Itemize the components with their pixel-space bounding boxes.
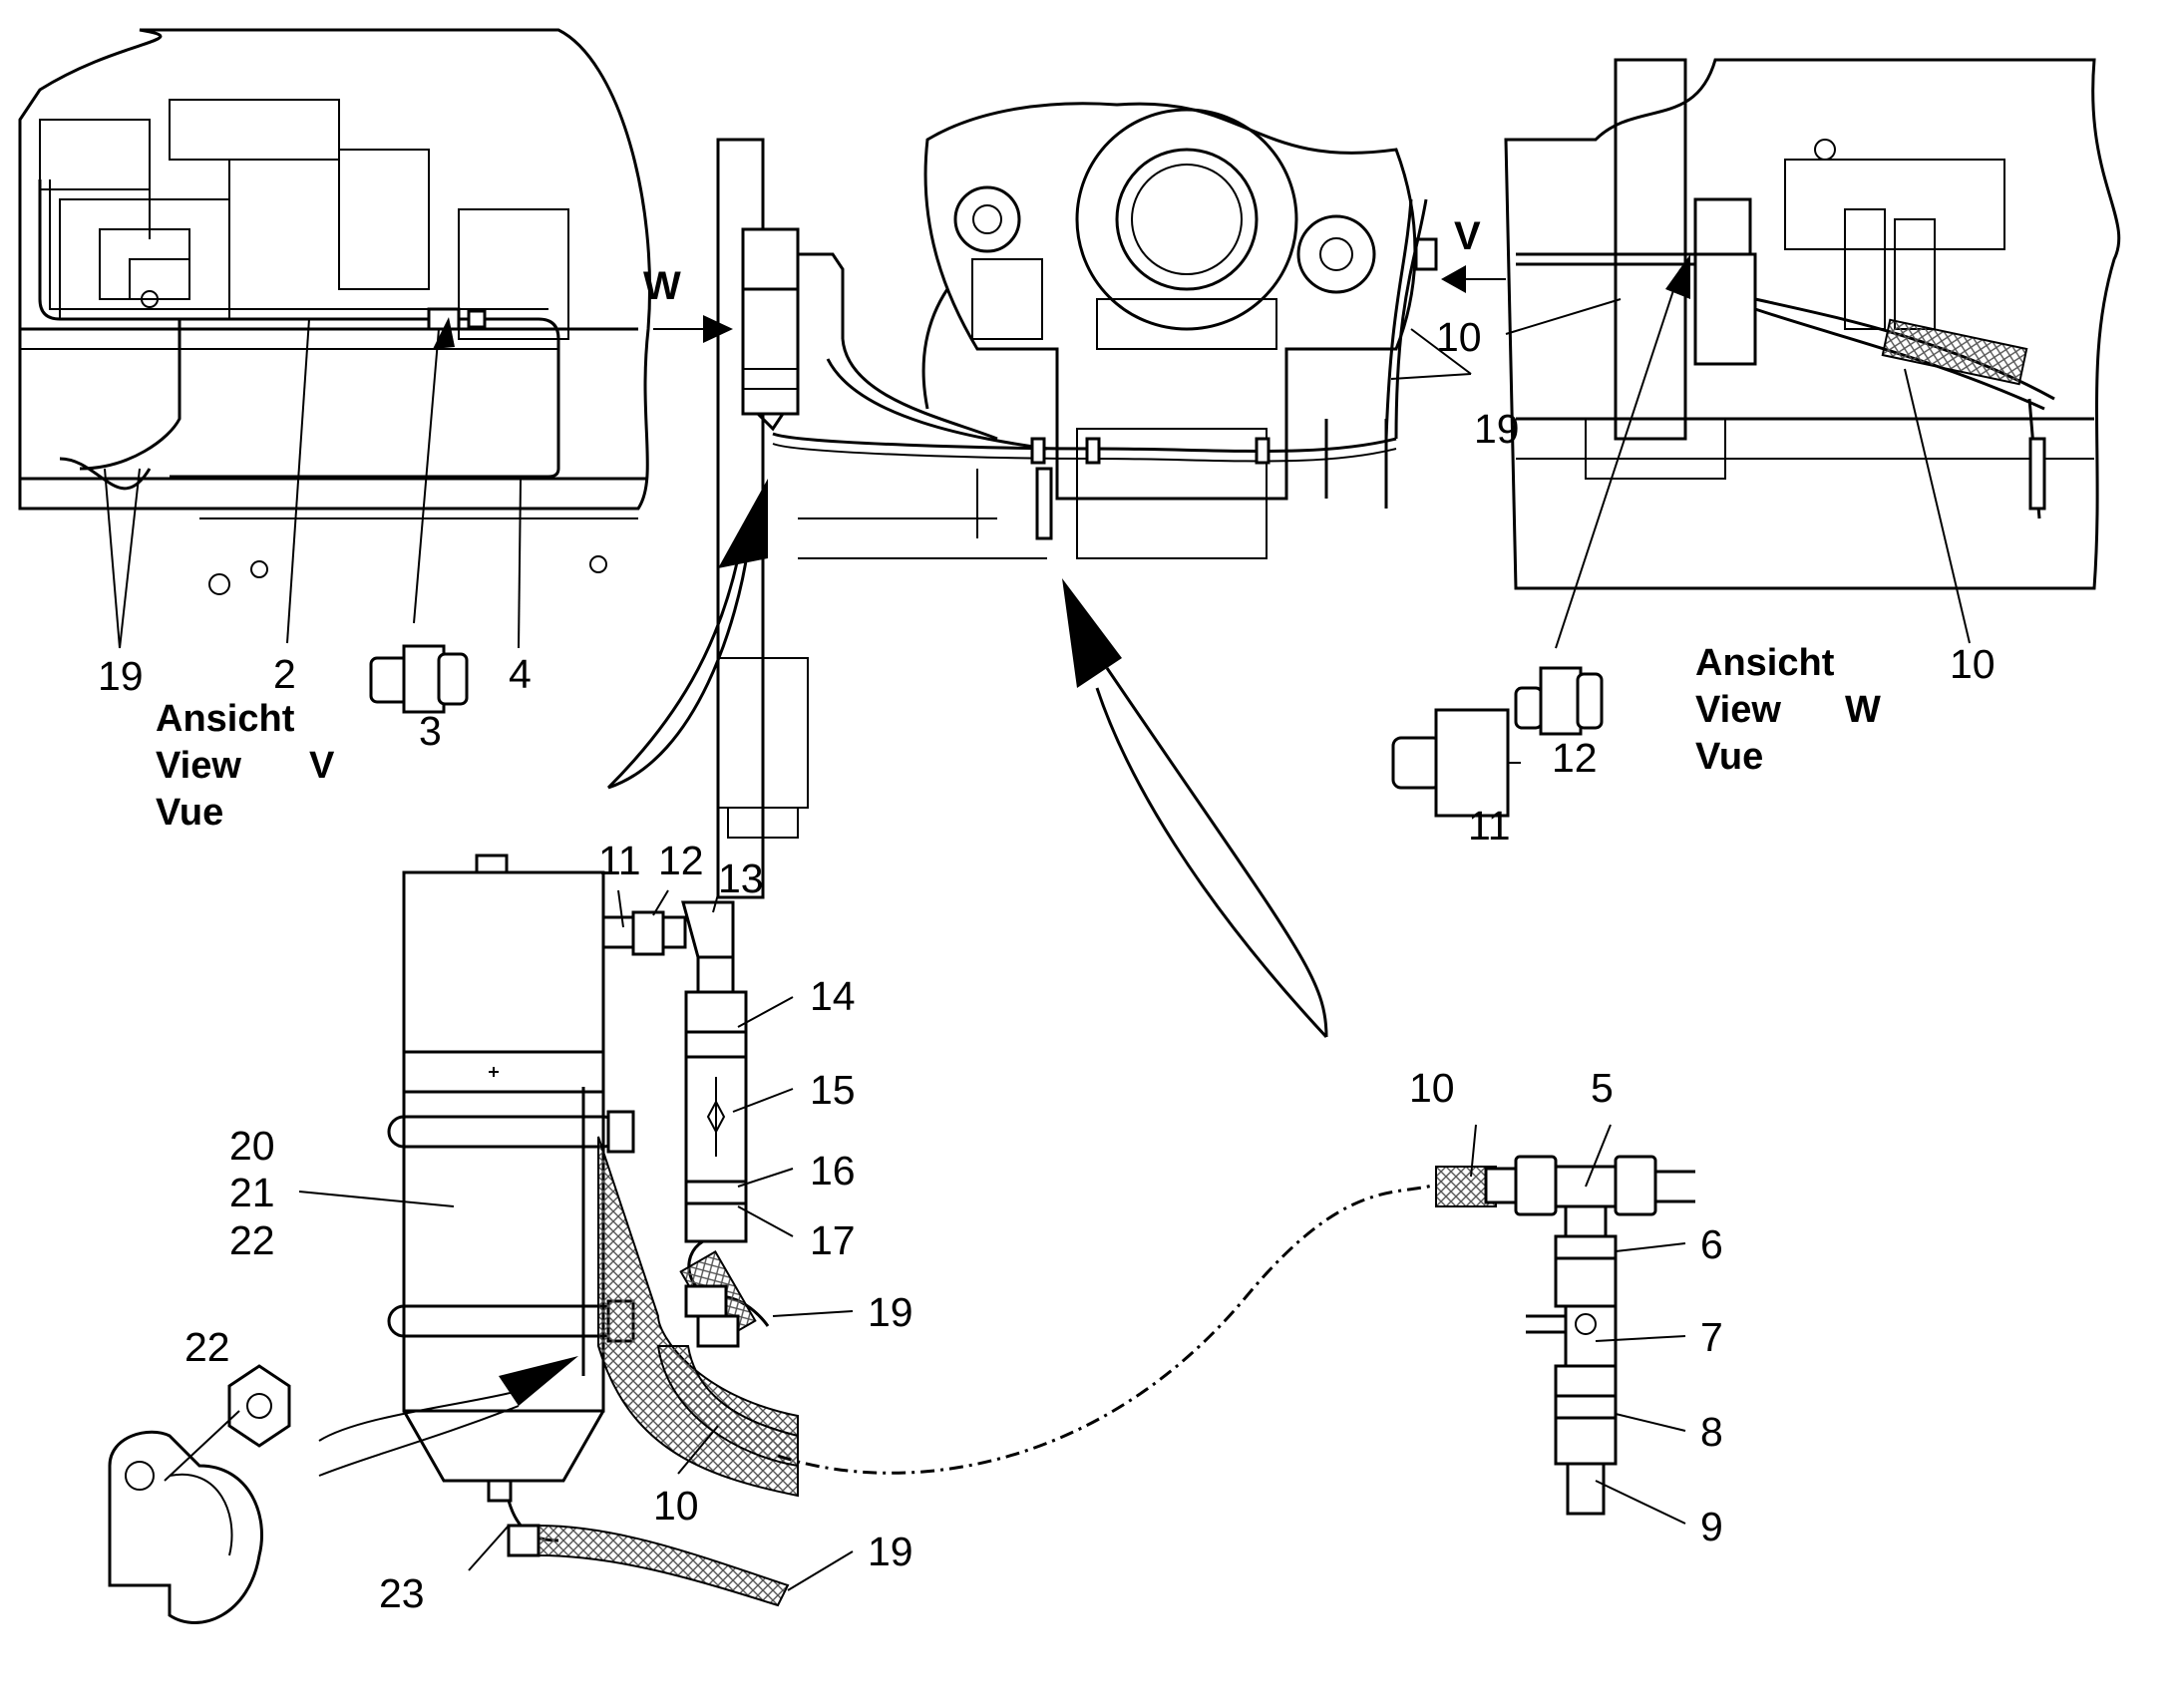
- callout-20: 20: [229, 1123, 275, 1169]
- view-v-caption-line1: Ansicht: [156, 698, 295, 740]
- callout-14: 14: [810, 973, 856, 1019]
- callout-21: 21: [229, 1170, 275, 1215]
- callout-22: 22: [184, 1324, 230, 1370]
- view-v-caption-line3: Vue: [156, 792, 223, 834]
- callout-12: 12: [658, 838, 704, 883]
- callout-22: 22: [229, 1217, 275, 1263]
- callout-5: 5: [1591, 1065, 1614, 1111]
- engine-assembly: [716, 102, 1438, 899]
- lower-leaders: [298, 889, 1686, 1591]
- callout-8: 8: [1700, 1409, 1723, 1455]
- view-v-caption-line2: View: [156, 745, 241, 787]
- callout-7: 7: [1700, 1314, 1723, 1360]
- view-w-panel: [1504, 58, 2121, 649]
- callout-2: 2: [273, 651, 296, 697]
- part-3-fitting: [369, 644, 469, 714]
- callout-19: 19: [868, 1289, 913, 1335]
- center-filter: [741, 227, 845, 432]
- view-v-leaders: [104, 317, 522, 649]
- view-w-caption-line3: Vue: [1695, 736, 1763, 778]
- tee-assembly: [777, 1155, 1695, 1516]
- callout-10: 10: [1409, 1065, 1455, 1111]
- view-v-caption: Ansicht View V Vue: [156, 698, 335, 834]
- view-v-caption-letter: V: [309, 745, 335, 787]
- callout-19: 19: [98, 653, 144, 699]
- callout-13: 13: [718, 855, 764, 901]
- callout-11: 11: [598, 838, 641, 883]
- direction-marker-v: V: [1454, 214, 1481, 258]
- view-w-caption: Ansicht View W Vue: [1695, 642, 1881, 778]
- callout-10: 10: [1436, 314, 1482, 360]
- callout-labels: 19 2 3 4 10 19 10 11 12 11 12 13 14 15 1…: [98, 314, 1996, 1616]
- view-v-panel: [18, 28, 652, 595]
- callout-10: 10: [1950, 641, 1996, 687]
- part-11-12-fittings: [1391, 666, 1604, 818]
- view-w-caption-letter: W: [1845, 689, 1881, 731]
- callout-15: 15: [810, 1067, 856, 1113]
- callout-11: 11: [1468, 803, 1511, 849]
- callout-6: 6: [1700, 1221, 1723, 1267]
- direction-marker-w: W: [643, 264, 681, 308]
- callout-19: 19: [1474, 406, 1520, 452]
- view-w-caption-line1: Ansicht: [1695, 642, 1835, 684]
- callout-4: 4: [509, 651, 532, 697]
- center-pointer-arrows: [606, 265, 1506, 1039]
- center-hoses: [772, 198, 1428, 540]
- callout-9: 9: [1700, 1504, 1723, 1549]
- callout-23: 23: [379, 1570, 425, 1616]
- callout-16: 16: [810, 1148, 856, 1194]
- clamp-and-nut: [108, 1364, 291, 1624]
- callout-3: 3: [419, 708, 442, 754]
- callout-10: 10: [653, 1483, 699, 1529]
- callout-17: 17: [810, 1217, 856, 1263]
- callout-19: 19: [868, 1529, 913, 1574]
- view-w-caption-line2: View: [1695, 689, 1781, 731]
- filter-detail: [318, 854, 799, 1607]
- callout-12: 12: [1552, 735, 1598, 781]
